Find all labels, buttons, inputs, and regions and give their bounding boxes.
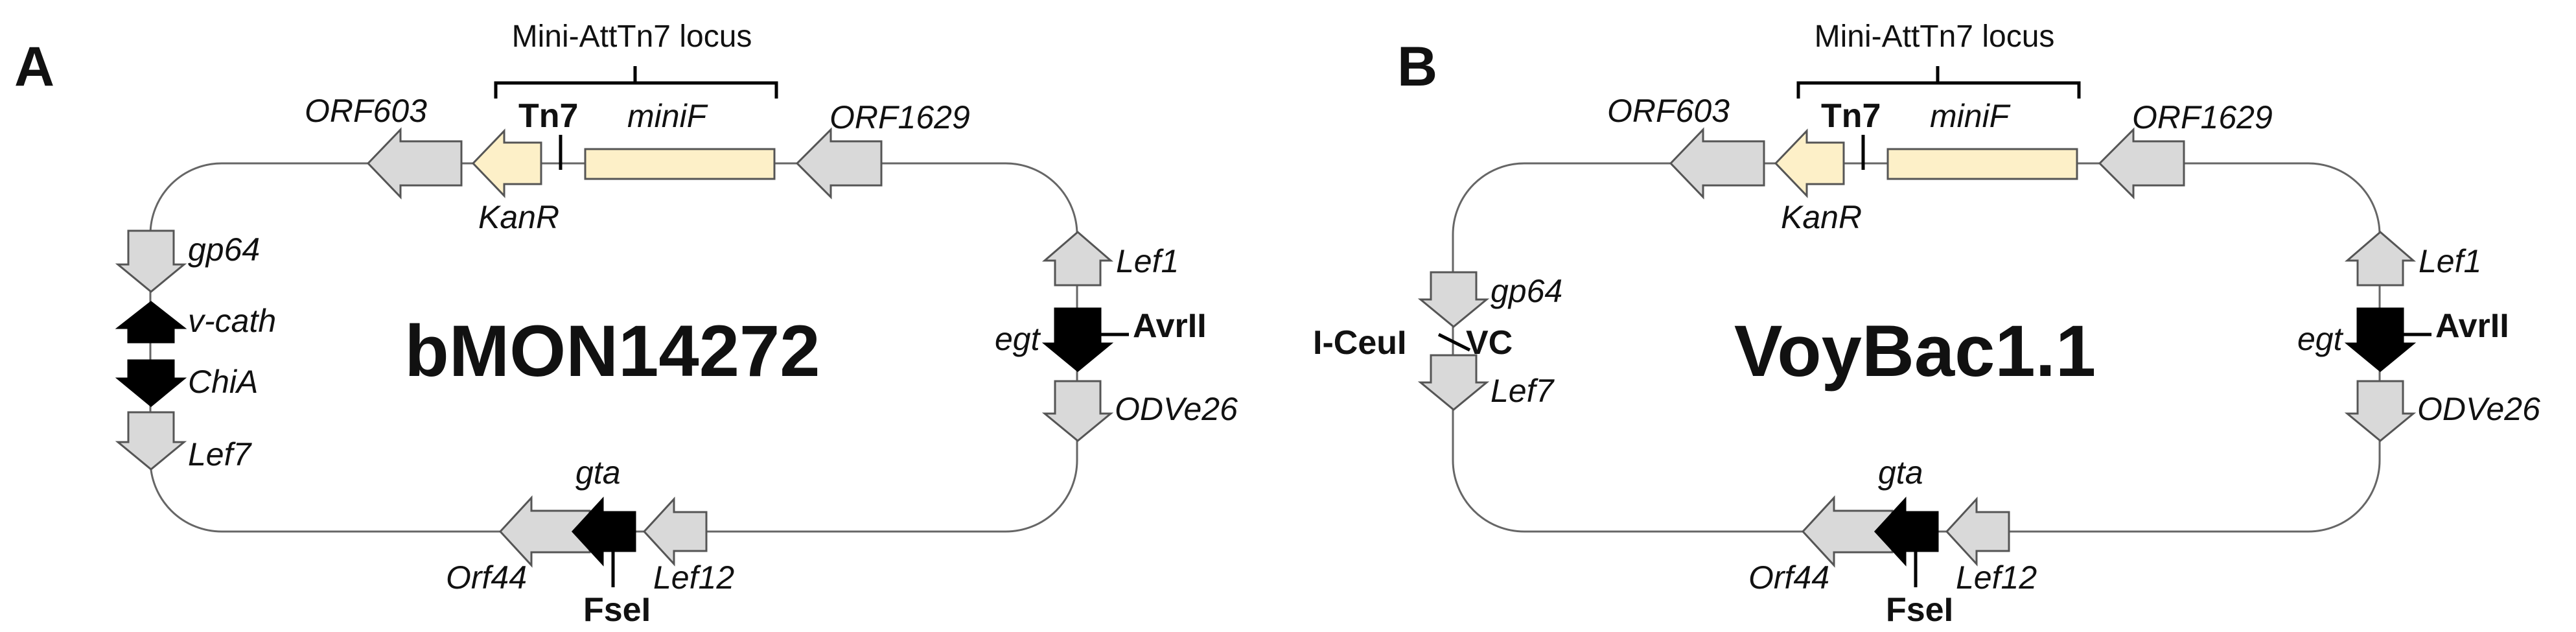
gene-label-lef12: Lef12 bbox=[653, 559, 734, 596]
arrow-lef12 bbox=[1945, 497, 2010, 567]
gene-label-gta: gta bbox=[575, 454, 621, 491]
gene-label-orf44: Orf44 bbox=[1748, 559, 1829, 596]
gene-label-kanr: KanR bbox=[478, 199, 559, 235]
gene-label-lef1: Lef1 bbox=[1116, 243, 1179, 279]
box-minif bbox=[1886, 148, 2078, 180]
gene-label-lef7: Lef7 bbox=[188, 436, 253, 473]
gene-label-lef1: Lef1 bbox=[2419, 243, 2481, 279]
locus-title-a: Mini-AttTn7 locus bbox=[512, 19, 752, 54]
arrow-egt bbox=[1041, 307, 1114, 372]
arrow-gp64 bbox=[1417, 271, 1490, 328]
panel-b: B Mini-AttTn7 locus ORF603 KanR Tn7 mini… bbox=[1313, 19, 2540, 629]
gene-label-egt: egt bbox=[2297, 321, 2344, 357]
gene-label-chia: ChiA bbox=[188, 364, 258, 400]
gene-label-orf1629: ORF1629 bbox=[830, 99, 970, 135]
gene-label-gp64: gp64 bbox=[188, 231, 260, 268]
site-label-fsei: FseI bbox=[583, 591, 651, 629]
gene-label-minif: miniF bbox=[1930, 98, 2011, 134]
arrow-orf603 bbox=[1669, 127, 1765, 200]
locus-bracket-b bbox=[1796, 66, 2081, 99]
gene-label-odve26: ODVe26 bbox=[2417, 391, 2540, 427]
gene-label-kanr: KanR bbox=[1781, 199, 1862, 235]
arrow-kanr bbox=[1774, 128, 1845, 198]
arrow-kanr bbox=[471, 128, 542, 198]
arrow-orf1629 bbox=[2098, 127, 2185, 200]
gene-label-odve26: ODVe26 bbox=[1115, 391, 1238, 427]
arrow-odve26 bbox=[1041, 380, 1114, 442]
plasmid-name-a: bMON14272 bbox=[404, 310, 820, 392]
locus-bracket-a bbox=[494, 66, 778, 99]
box-minif bbox=[584, 148, 776, 180]
gene-label-lef7: Lef7 bbox=[1491, 373, 1555, 409]
arrow-lef12 bbox=[642, 497, 708, 567]
arrow-egt bbox=[2344, 307, 2417, 372]
arrow-vcath bbox=[115, 301, 187, 344]
arrow-lef7 bbox=[1417, 354, 1490, 411]
gene-label-orf603: ORF603 bbox=[305, 93, 427, 129]
gene-label-orf1629: ORF1629 bbox=[2132, 99, 2273, 135]
arrow-orf1629 bbox=[795, 127, 883, 200]
panel-letter-b: B bbox=[1397, 36, 1437, 98]
gene-label-orf44: Orf44 bbox=[446, 559, 527, 596]
gene-label-minif: miniF bbox=[627, 98, 708, 134]
site-label-iceui: I-CeuI bbox=[1313, 324, 1406, 362]
gene-label-lef12: Lef12 bbox=[1956, 559, 2037, 596]
arrow-gp64 bbox=[115, 229, 187, 293]
locus-title-b: Mini-AttTn7 locus bbox=[1815, 19, 2055, 54]
gene-label-egt: egt bbox=[995, 321, 1041, 357]
arrow-odve26 bbox=[2344, 380, 2417, 442]
panel-letter-a: A bbox=[14, 36, 54, 98]
site-label-tn7: Tn7 bbox=[518, 97, 578, 135]
arrow-lef7 bbox=[115, 411, 187, 471]
site-label-tn7: Tn7 bbox=[1821, 97, 1881, 135]
plasmid-name-b: VoyBac1.1 bbox=[1734, 310, 2096, 392]
gene-label-gta: gta bbox=[1878, 454, 1923, 491]
arrow-orf603 bbox=[366, 127, 463, 200]
site-label-avrii: AvrII bbox=[2435, 307, 2509, 345]
iceui-site-marker bbox=[1437, 333, 1471, 352]
site-label-avrii: AvrII bbox=[1133, 307, 1207, 345]
gene-label-orf603: ORF603 bbox=[1607, 93, 1730, 129]
panel-a: A Mini-AttTn7 locus ORF603 KanR Tn7 mini… bbox=[14, 19, 1238, 629]
arrow-gta bbox=[1874, 497, 1939, 567]
arrow-gta bbox=[571, 497, 636, 567]
arrow-lef1 bbox=[1041, 231, 1114, 287]
gene-label-vcath: v-cath bbox=[188, 303, 276, 339]
arrow-chia bbox=[115, 359, 187, 407]
site-label-fsei: FseI bbox=[1886, 591, 1953, 629]
arrow-lef1 bbox=[2344, 231, 2417, 287]
gene-label-gp64: gp64 bbox=[1491, 273, 1562, 309]
